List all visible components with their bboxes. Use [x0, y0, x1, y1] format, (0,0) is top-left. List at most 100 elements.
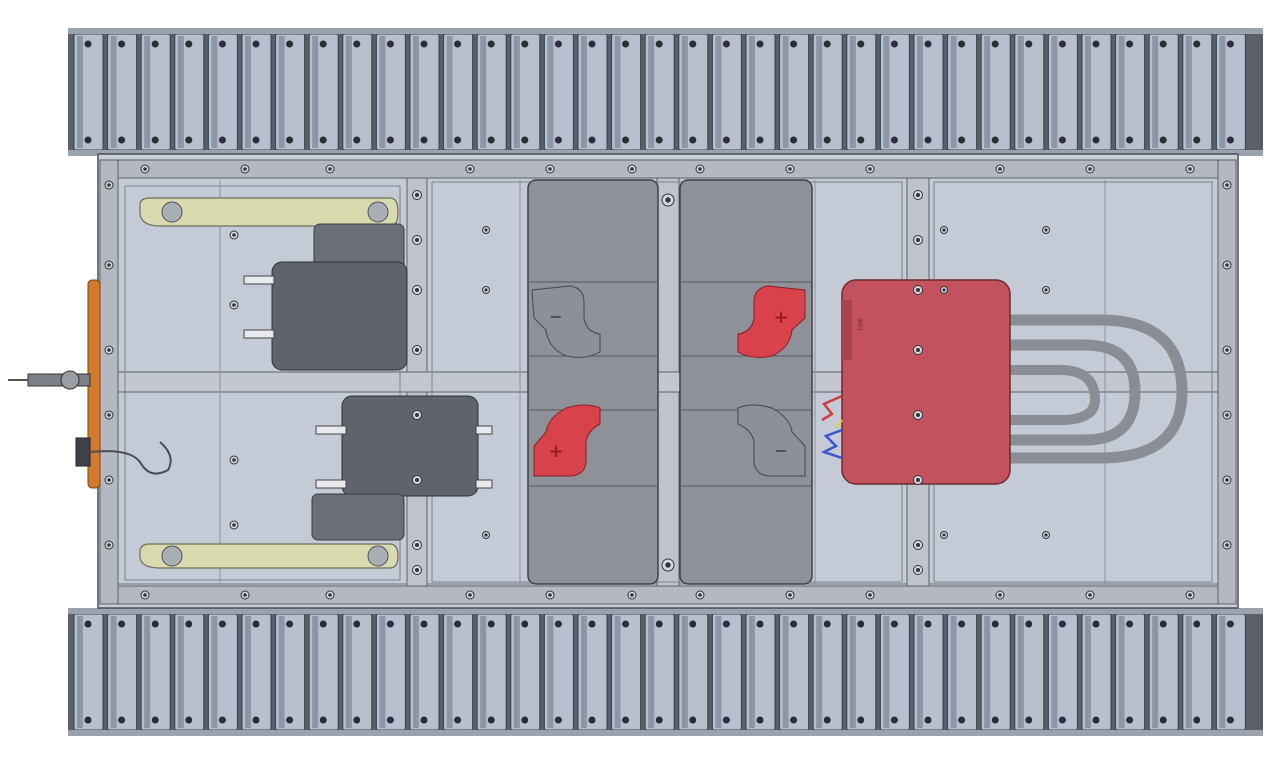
track-bolt [958, 40, 966, 48]
track-bolt [857, 716, 865, 724]
track-bolt [386, 620, 394, 628]
track-link-bottom [543, 613, 574, 731]
track-bolt [722, 716, 730, 724]
track-bolt [454, 136, 462, 144]
track-link-top [879, 33, 910, 151]
track-links-top [73, 33, 1246, 151]
track-bolt [790, 40, 798, 48]
track-bolt [689, 136, 697, 144]
track-link-top [913, 33, 944, 151]
track-link-bottom [1215, 613, 1246, 731]
track-bolt [1092, 716, 1100, 724]
track-link-top [1115, 33, 1146, 151]
track-bolt [84, 716, 92, 724]
track-link-bottom [308, 613, 339, 731]
track-link-bottom [241, 613, 272, 731]
track-bolt [1226, 716, 1234, 724]
frame-bolt [1222, 410, 1232, 420]
track-link-bottom [1014, 613, 1045, 731]
track-bolt [84, 136, 92, 144]
frame-bolt [104, 180, 114, 190]
power-plug-cable [89, 441, 172, 475]
track-bolt [554, 136, 562, 144]
frame-bolt [412, 190, 422, 200]
track-link-top [1215, 33, 1246, 151]
track-link-top [275, 33, 306, 151]
frame-bolt [1222, 180, 1232, 190]
track-bolt [588, 620, 596, 628]
track-bolt [1025, 136, 1033, 144]
track-link-top [1014, 33, 1045, 151]
track-bolt [924, 620, 932, 628]
track-link-bottom [140, 613, 171, 731]
frame-bolt [695, 590, 705, 600]
track-bolt [218, 40, 226, 48]
battery-rear-negative-symbol: − [774, 441, 787, 460]
track-bolt [286, 620, 294, 628]
track-bolt [118, 40, 126, 48]
electronics-assembly: W01 [820, 279, 1188, 485]
track-bolt [487, 716, 495, 724]
track-bolt [823, 136, 831, 144]
motor-upper-pin-2 [243, 329, 275, 339]
pulley-top-left [161, 201, 183, 223]
battery-pack: − + + − [527, 179, 813, 585]
antenna-nut [60, 370, 80, 390]
track-link-top [443, 33, 474, 151]
track-link-top [510, 33, 541, 151]
frame-bar-left [99, 159, 119, 605]
fasteners [104, 164, 1232, 600]
track-link-top [1047, 33, 1078, 151]
track-link-bottom [174, 613, 205, 731]
track-bolt [1159, 716, 1167, 724]
frame-bolt [913, 475, 923, 485]
track-bolt [991, 716, 999, 724]
track-bolt [1126, 40, 1134, 48]
track-link-top [577, 33, 608, 151]
track-bolt [890, 40, 898, 48]
track-bolt [689, 620, 697, 628]
frame-bolt [913, 190, 923, 200]
track-bolt [924, 40, 932, 48]
track-link-top [779, 33, 810, 151]
track-bolt [454, 716, 462, 724]
track-bolt [185, 136, 193, 144]
track-bolt [151, 40, 159, 48]
track-link-bottom [644, 613, 675, 731]
track-bolt [890, 620, 898, 628]
motor-lower-gearbox [311, 493, 405, 541]
frame-bolt [785, 590, 795, 600]
track-link-top [476, 33, 507, 151]
track-link-bottom [207, 613, 238, 731]
track-link-top [409, 33, 440, 151]
track-bolt [252, 136, 260, 144]
track-bolt [991, 136, 999, 144]
track-bolt [1193, 716, 1201, 724]
track-bolt [420, 136, 428, 144]
frame-bolt [229, 455, 239, 465]
track-bolt [521, 620, 529, 628]
power-plug [75, 437, 91, 467]
track-link-bottom [779, 613, 810, 731]
track-bolt [890, 716, 898, 724]
track-link-top [611, 33, 642, 151]
track-bolt [386, 716, 394, 724]
track-link-bottom [711, 613, 742, 731]
track-bolt [151, 716, 159, 724]
track-bolt [521, 40, 529, 48]
track-link-top [140, 33, 171, 151]
frame-bolt [1042, 286, 1050, 294]
track-bolt [319, 40, 327, 48]
frame-bolt [104, 475, 114, 485]
track-link-top [375, 33, 406, 151]
frame-bolt [140, 590, 150, 600]
track-bolt [588, 136, 596, 144]
track-bolt [319, 136, 327, 144]
track-bolt [521, 136, 529, 144]
motor-lower-pin-3 [315, 479, 347, 489]
frame-bolt [1042, 531, 1050, 539]
frame-bolt [240, 590, 250, 600]
track-link-top [678, 33, 709, 151]
track-bolt [1025, 40, 1033, 48]
track-bolt [252, 40, 260, 48]
